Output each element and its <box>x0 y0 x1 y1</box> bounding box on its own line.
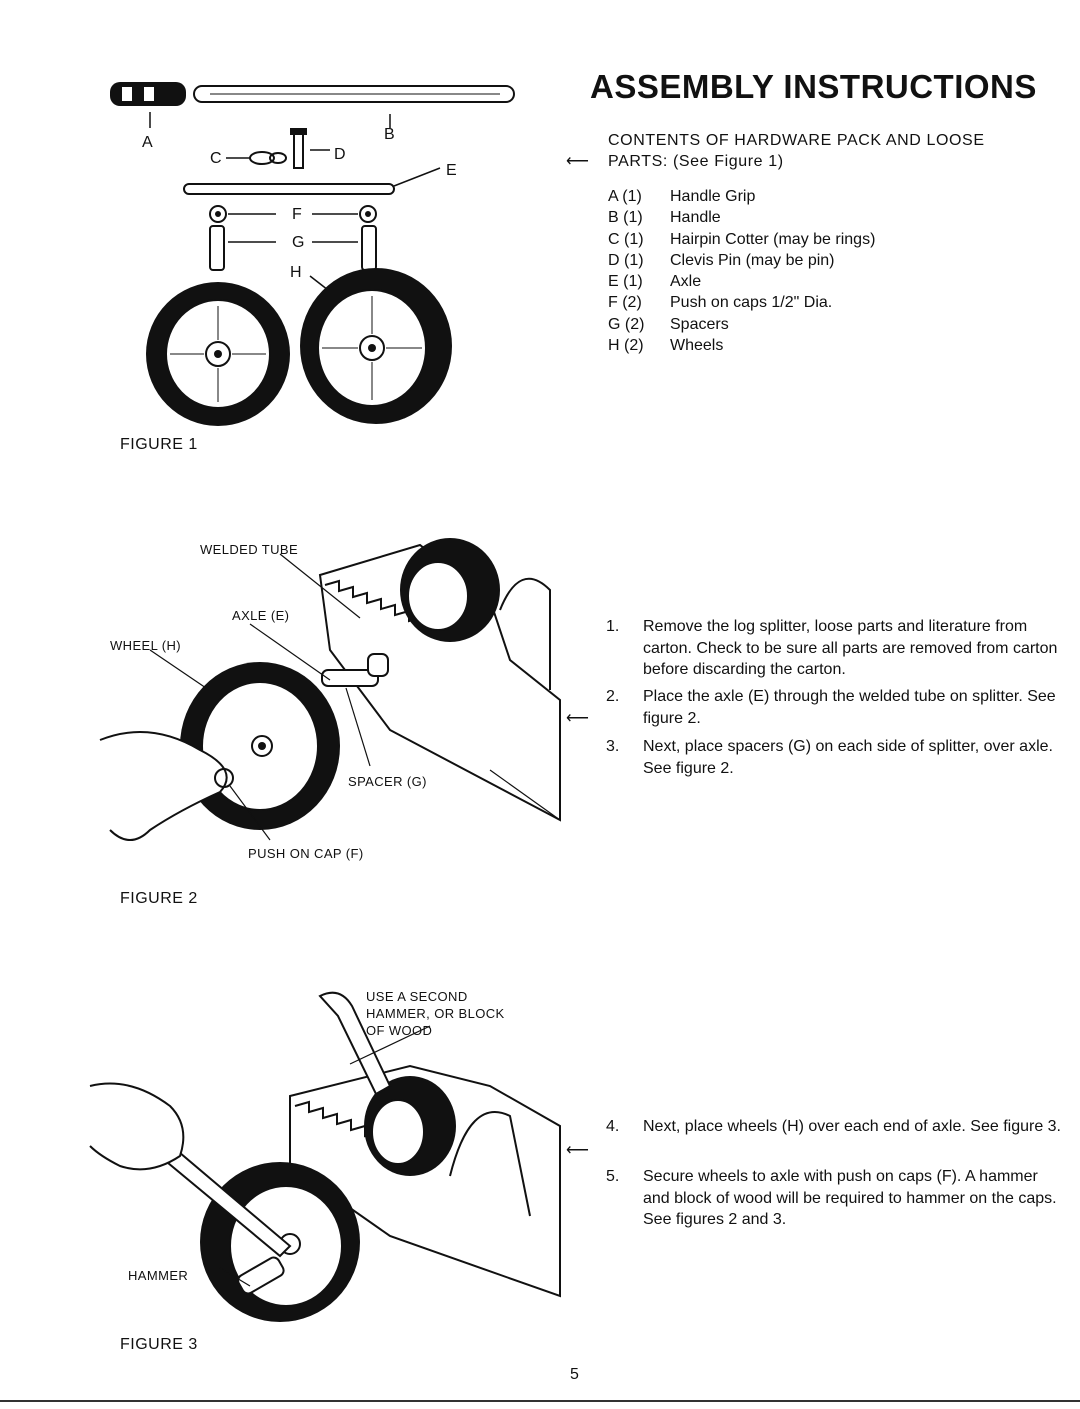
list-item: G (2)Spacers <box>608 315 729 333</box>
page-number: 5 <box>570 1366 579 1383</box>
fig1-label-d: D <box>334 146 347 163</box>
figure1-caption: FIGURE 1 <box>120 436 198 453</box>
arrow-left-icon: ⟵ <box>566 710 589 727</box>
arrow-left-icon: ⟵ <box>566 153 589 170</box>
figure2-illustration <box>99 538 561 841</box>
callout-spacer: SPACER (G) <box>348 774 427 789</box>
list-item: C (1)Hairpin Cotter (may be rings) <box>608 230 876 248</box>
step-4: 4. Next, place wheels (H) over each end … <box>606 1118 1061 1135</box>
arrow-left-icon: ⟵ <box>566 1142 589 1159</box>
fig1-label-a: A <box>142 134 154 151</box>
step-3: 3. Next, place spacers (G) on each side … <box>606 738 1053 777</box>
step-5: 5. Secure wheels to axle with push on ca… <box>606 1168 1057 1228</box>
parts-list: A (1)Handle Grip B (1)Handle C (1)Hairpi… <box>608 186 875 356</box>
step-2: 2. Place the axle (E) through the welded… <box>606 688 1056 727</box>
figure2-caption: FIGURE 2 <box>120 890 198 907</box>
contents-heading-line2: PARTS: (See Figure 1) <box>608 153 784 170</box>
callout-use-second-line1: USE A SECOND <box>366 989 468 1004</box>
callout-axle: AXLE (E) <box>232 608 290 623</box>
contents-heading: CONTENTS OF HARDWARE PACK AND LOOSE PART… <box>608 130 985 172</box>
figure3-caption: FIGURE 3 <box>120 1336 198 1353</box>
page-title: ASSEMBLY INSTRUCTIONS <box>590 68 1037 105</box>
fig1-label-c: C <box>210 150 223 167</box>
callout-hammer: HAMMER <box>128 1268 189 1283</box>
callout-use-second: USE A SECOND HAMMER, OR BLOCK OF WOOD <box>366 988 505 1039</box>
callout-welded-tube: WELDED TUBE <box>200 542 299 557</box>
step-1: 1. Remove the log splitter, loose parts … <box>606 618 1058 678</box>
callout-use-second-line3: OF WOOD <box>366 1023 433 1038</box>
list-item: B (1)Handle <box>608 209 721 227</box>
fig1-label-b: B <box>384 126 396 143</box>
bottom-rule <box>0 1400 1080 1402</box>
callout-use-second-line2: HAMMER, OR BLOCK <box>366 1006 505 1021</box>
fig1-label-e: E <box>446 162 458 179</box>
figure1-illustration <box>110 82 515 426</box>
contents-heading-line1: CONTENTS OF HARDWARE PACK AND LOOSE <box>608 132 985 149</box>
list-item: F (2)Push on caps 1/2" Dia. <box>608 294 833 312</box>
callout-wheel: WHEEL (H) <box>110 638 182 653</box>
fig1-label-g: G <box>292 234 305 251</box>
figure3-illustration <box>89 991 561 1322</box>
list-item: D (1)Clevis Pin (may be pin) <box>608 251 835 269</box>
callout-push-cap: PUSH ON CAP (F) <box>248 846 364 861</box>
list-item: A (1)Handle Grip <box>608 188 756 205</box>
list-item: H (2)Wheels <box>608 337 724 355</box>
fig1-label-h: H <box>290 264 303 281</box>
fig1-label-f: F <box>292 206 303 223</box>
list-item: E (1)Axle <box>608 273 702 291</box>
